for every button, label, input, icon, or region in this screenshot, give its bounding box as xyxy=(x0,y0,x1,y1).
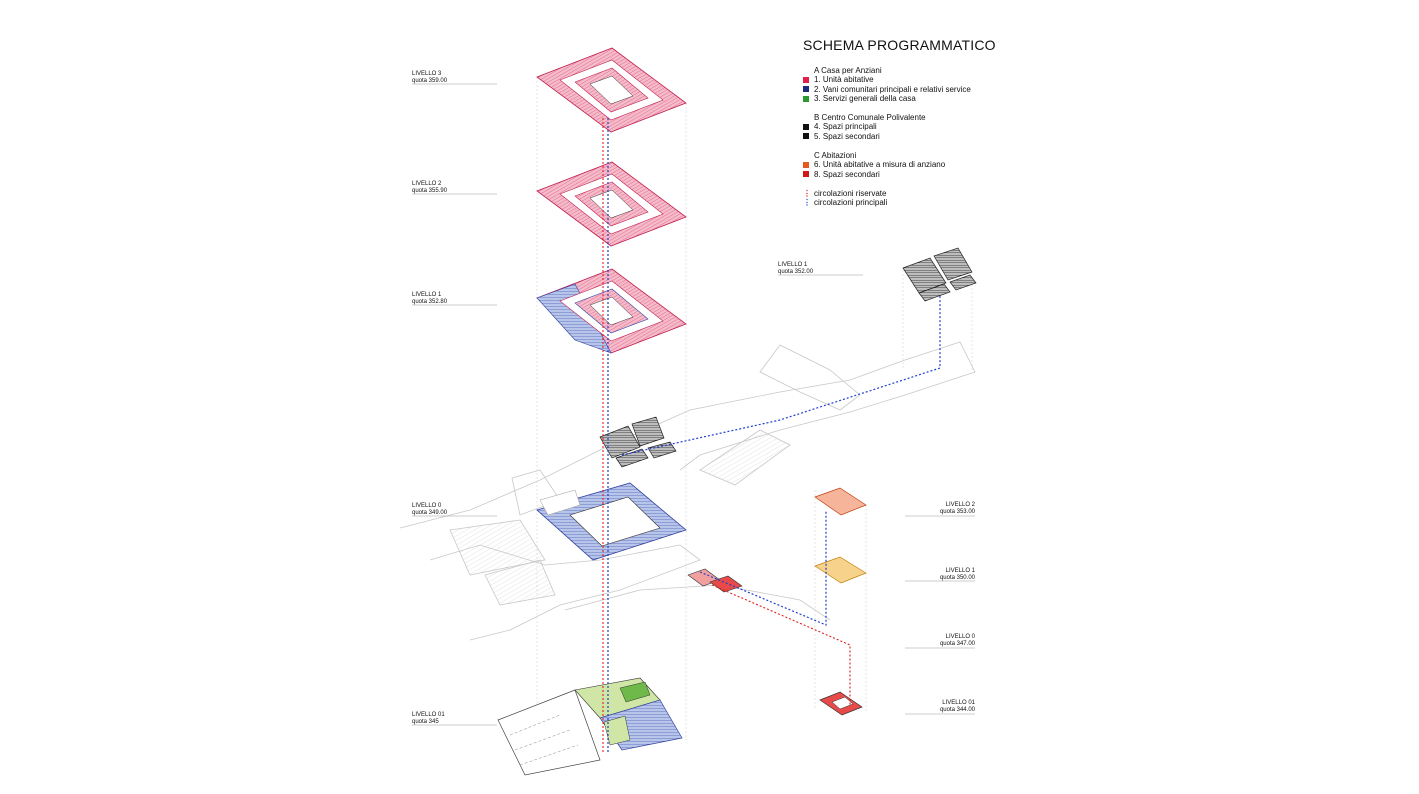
legend-label: 3. Servizi generali della casa xyxy=(814,93,916,103)
level-quota: quota 349.00 xyxy=(412,509,448,516)
reserved-circulation xyxy=(602,118,851,752)
level-name: LIVELLO 3 xyxy=(412,71,442,77)
legend-item: 8. Spazi secondari xyxy=(803,170,971,179)
legend-heading: A Casa per Anziani xyxy=(814,66,882,75)
level-quota: quota 352.00 xyxy=(778,268,814,275)
level-label: LIVELLO 01 quota 344.00 xyxy=(925,700,975,713)
level-name: LIVELLO 2 xyxy=(412,181,442,187)
legend-group-b: B Centro Comunale Polivalente 4. Spazi p… xyxy=(803,113,971,141)
legend-swatch xyxy=(803,95,809,102)
level-label: LIVELLO 1 quota 350.00 xyxy=(925,568,975,581)
legend-label: 1. Unità abitative xyxy=(814,75,874,85)
legend-item: 1. Unità abitative xyxy=(803,75,971,84)
level-name: LIVELLO 0 xyxy=(945,634,975,640)
legend-item: 4. Spazi principali xyxy=(803,122,971,131)
floor-livello-0 xyxy=(536,482,687,561)
level-label: LIVELLO 1 quota 352.80 xyxy=(412,292,447,305)
floor-livello-2 xyxy=(536,161,687,247)
legend-label: 4. Spazi principali xyxy=(814,122,877,132)
housing-livello-2 xyxy=(814,487,867,516)
level-name: LIVELLO 0 xyxy=(412,503,442,509)
level-label: LIVELLO 0 quota 347.00 xyxy=(925,634,975,647)
main-circulation xyxy=(607,118,941,752)
legend-swatch xyxy=(803,124,809,131)
level-quota: quota 359.00 xyxy=(412,77,448,84)
level-quota: quota 350.00 xyxy=(939,574,975,581)
level-name: LIVELLO 01 xyxy=(412,712,445,718)
level-label: LIVELLO 2 quota 355.90 xyxy=(412,181,447,194)
legend-group-a: A Casa per Anziani 1. Unità abitative 2.… xyxy=(803,66,971,103)
legend-heading: C Abitazioni xyxy=(814,151,857,161)
legend-swatch xyxy=(803,86,809,93)
legend-swatch xyxy=(803,171,809,178)
legend-swatch xyxy=(803,133,809,140)
legend-label: 5. Spazi secondari xyxy=(814,131,880,141)
legend-label: 2. Vani comunitari principali e relativi… xyxy=(814,84,971,94)
level-leader-lines xyxy=(412,83,975,726)
legend-label: 8. Spazi secondari xyxy=(814,169,880,179)
housing-livello-1 xyxy=(814,556,867,584)
level-label: LIVELLO 1 quota 352.00 xyxy=(778,262,813,275)
legend-circulation: ⋮circolazioni riservate ⋮circolazioni pr… xyxy=(803,189,971,208)
dashed-line-icon: ⋮ xyxy=(803,188,811,198)
level-name: LIVELLO 01 xyxy=(942,700,975,706)
community-center-ground xyxy=(599,416,677,468)
level-quota: quota 353.00 xyxy=(939,508,975,515)
housing-livello-01 xyxy=(819,691,863,716)
legend-label: 6. Unità abitative a misura di anziano xyxy=(814,160,946,170)
level-label: LIVELLO 01 quota 345 xyxy=(412,712,445,725)
level-name: LIVELLO 2 xyxy=(945,502,975,508)
floor-livello-1 xyxy=(536,268,687,354)
legend-item: 5. Spazi secondari xyxy=(803,132,971,141)
projection-lines xyxy=(536,77,973,745)
level-quota: quota 345 xyxy=(412,718,439,725)
dashed-line-icon: ⋮ xyxy=(803,197,811,207)
legend-label: circolazioni riservate xyxy=(814,188,887,198)
level-quota: quota 344.00 xyxy=(939,706,975,713)
level-name: LIVELLO 1 xyxy=(945,568,975,574)
level-name: LIVELLO 1 xyxy=(412,292,442,298)
level-quota: quota 355.90 xyxy=(412,187,448,194)
site-context xyxy=(399,341,976,641)
level-label: LIVELLO 2 quota 353.00 xyxy=(925,502,975,515)
legend-swatch xyxy=(803,76,809,83)
legend-swatch xyxy=(803,162,809,169)
level-label: LIVELLO 3 quota 359.00 xyxy=(412,71,447,84)
legend-group-c: C Abitazioni 6. Unità abitative a misura… xyxy=(803,151,971,179)
floor-livello-01 xyxy=(497,677,683,776)
level-label: LIVELLO 0 quota 349.00 xyxy=(412,503,447,516)
legend-item: 3. Servizi generali della casa xyxy=(803,94,971,103)
level-quota: quota 352.80 xyxy=(412,298,448,305)
housing-livello-0 xyxy=(687,568,743,593)
legend-item: 6. Unità abitative a misura di anziano xyxy=(803,160,971,169)
legend-item: ⋮circolazioni riservate xyxy=(803,189,971,198)
level-name: LIVELLO 1 xyxy=(778,262,808,268)
legend-label: circolazioni principali xyxy=(814,198,888,208)
floor-livello-3 xyxy=(536,47,687,133)
legend: A Casa per Anziani 1. Unità abitative 2.… xyxy=(803,66,971,218)
legend-item: 2. Vani comunitari principali e relativi… xyxy=(803,85,971,94)
legend-heading: B Centro Comunale Polivalente xyxy=(814,113,926,123)
community-center-upper xyxy=(902,247,977,302)
legend-item: ⋮circolazioni principali xyxy=(803,198,971,207)
level-quota: quota 347.00 xyxy=(939,640,975,647)
diagram-title: SCHEMA PROGRAMMATICO xyxy=(803,37,996,53)
